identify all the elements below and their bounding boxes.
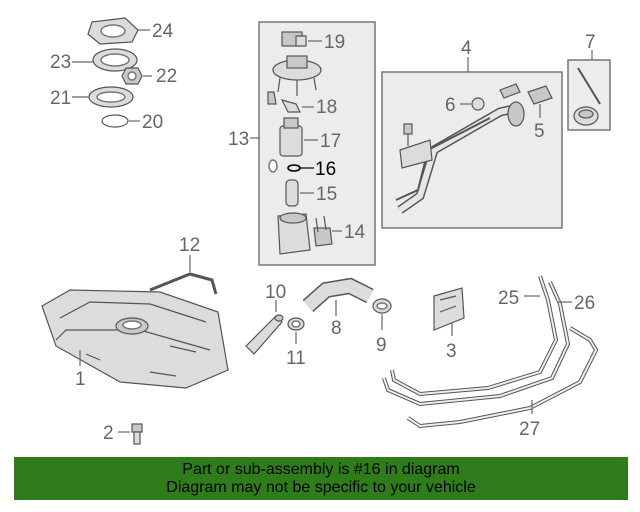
part-19-connector [281, 31, 307, 47]
pump-reservoir [277, 212, 311, 255]
callout-14: 14 [344, 222, 366, 243]
callout-17: 17 [320, 131, 341, 152]
callout-18: 18 [316, 97, 337, 118]
part-9-clamp [372, 298, 392, 314]
callout-9: 9 [376, 335, 387, 356]
part-18-clamp [267, 91, 301, 113]
part-26-fuel-line [382, 281, 571, 407]
callout-4: 4 [461, 38, 472, 59]
part-6-clip [471, 83, 521, 111]
part-12-tank-strap [149, 272, 218, 295]
banner-line-1: Part or sub-assembly is #16 in diagram [182, 461, 460, 478]
callout-13: 13 [228, 129, 249, 150]
callout-8: 8 [331, 318, 342, 339]
callout-5: 5 [534, 121, 545, 142]
part-17-fuel-filter [279, 117, 303, 157]
part-3-heat-shield [433, 287, 465, 331]
part-8-filler-hose [302, 277, 374, 312]
filler-pipe [395, 101, 525, 214]
part-24-gasket-plate [87, 17, 139, 45]
bolt-filler [403, 123, 413, 146]
callout-20: 20 [142, 112, 163, 133]
part-1-fuel-tank [41, 289, 229, 389]
part-20-o-ring [101, 114, 129, 128]
callout-26: 26 [574, 293, 595, 314]
callout-23: 23 [50, 52, 71, 73]
callout-25: 25 [498, 288, 519, 309]
banner-line-2: Diagram may not be specific to your vehi… [166, 479, 476, 496]
callout-12: 12 [179, 235, 200, 256]
part-2-bolt [131, 423, 143, 445]
part-27-fuel-line [406, 326, 599, 429]
pump-flange [272, 55, 322, 96]
part-21-retainer-ring [88, 86, 134, 108]
callout-6: 6 [445, 95, 456, 116]
part-11-hose-clamp [287, 317, 305, 331]
fuel-cap [573, 67, 601, 126]
part-10-nipple [245, 314, 284, 355]
part-5-cap-housing [527, 85, 553, 105]
callout-2: 2 [103, 423, 114, 444]
callout-19: 19 [324, 32, 345, 53]
callout-16: 16 [315, 159, 336, 180]
callout-10: 10 [265, 282, 286, 303]
callout-3: 3 [446, 341, 457, 362]
callout-24: 24 [152, 21, 174, 42]
callout-7: 7 [585, 32, 596, 53]
callout-22: 22 [156, 66, 177, 87]
part-15-fuel-pump [285, 179, 299, 207]
part-22-lock-nut [121, 67, 143, 85]
part-14-sender [313, 215, 333, 247]
callout-11: 11 [286, 348, 306, 369]
info-banner: Part or sub-assembly is #16 in diagram D… [14, 457, 628, 500]
part-23-seal-ring [92, 48, 138, 72]
parts-diagram: 24 23 22 21 20 13 19 18 17 16 15 [41, 17, 611, 445]
callout-15: 15 [316, 184, 337, 205]
callout-27: 27 [519, 419, 540, 440]
callout-21: 21 [50, 88, 71, 109]
part-25-fuel-line [390, 275, 559, 397]
callout-1: 1 [75, 369, 86, 390]
